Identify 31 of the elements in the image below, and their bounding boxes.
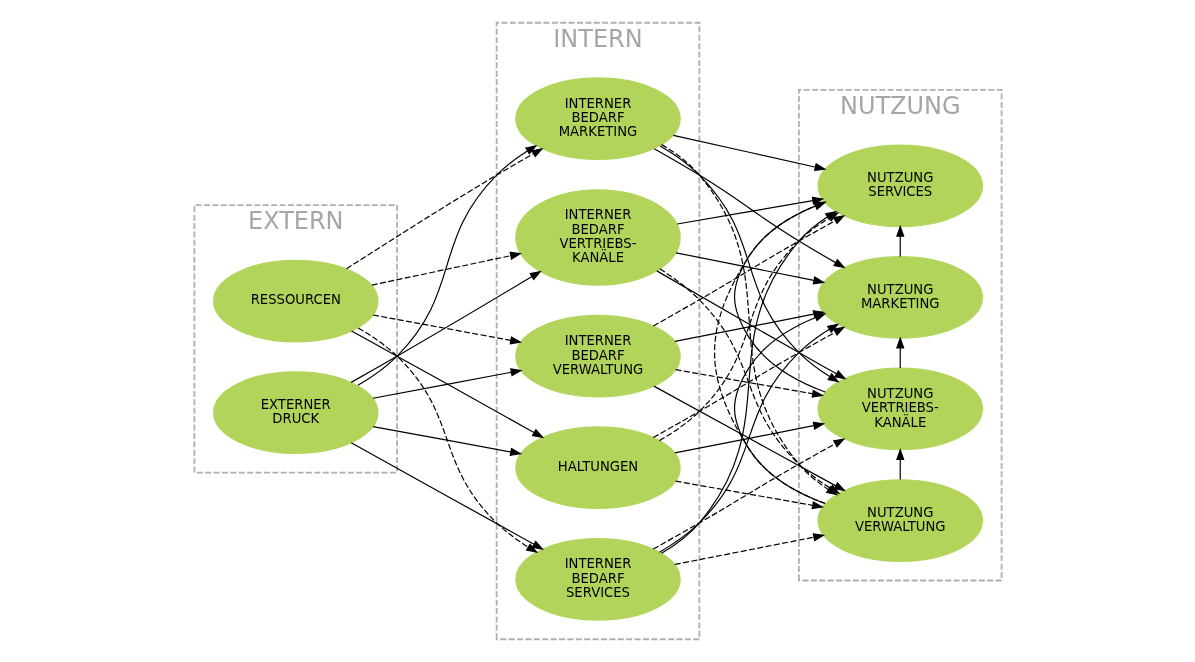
node-ellipse: RESSOURCEN bbox=[212, 259, 378, 343]
arrow bbox=[676, 196, 824, 225]
arrow bbox=[370, 251, 522, 286]
arrow bbox=[674, 369, 824, 398]
arrow bbox=[652, 438, 845, 550]
node-ellipse: INTERNER BEDARF VERWALTUNG bbox=[514, 314, 681, 398]
arrow bbox=[350, 270, 542, 383]
arrow bbox=[673, 533, 825, 566]
arrow bbox=[652, 326, 845, 439]
arrow bbox=[674, 252, 825, 285]
arrow bbox=[357, 327, 538, 553]
arrow bbox=[674, 480, 824, 510]
arrow bbox=[672, 134, 827, 172]
arrow bbox=[371, 425, 522, 456]
arrow bbox=[345, 148, 544, 270]
arrow bbox=[356, 145, 537, 386]
arrow bbox=[655, 270, 847, 380]
arrow bbox=[895, 336, 904, 369]
arrow bbox=[895, 447, 904, 481]
arrow bbox=[895, 224, 904, 258]
node-ellipse: INTERNER BEDARF VERTRIEBS- KANÄLE bbox=[514, 189, 681, 286]
arrow bbox=[371, 368, 523, 399]
arrow bbox=[733, 313, 826, 505]
node-ellipse: EXTERNER DRUCK bbox=[212, 371, 378, 454]
arrow bbox=[652, 385, 846, 492]
arrow bbox=[371, 314, 522, 345]
arrow bbox=[652, 215, 845, 327]
arrow bbox=[653, 148, 846, 269]
arrow bbox=[350, 330, 544, 439]
arrow bbox=[350, 442, 544, 550]
arrow bbox=[673, 421, 825, 454]
